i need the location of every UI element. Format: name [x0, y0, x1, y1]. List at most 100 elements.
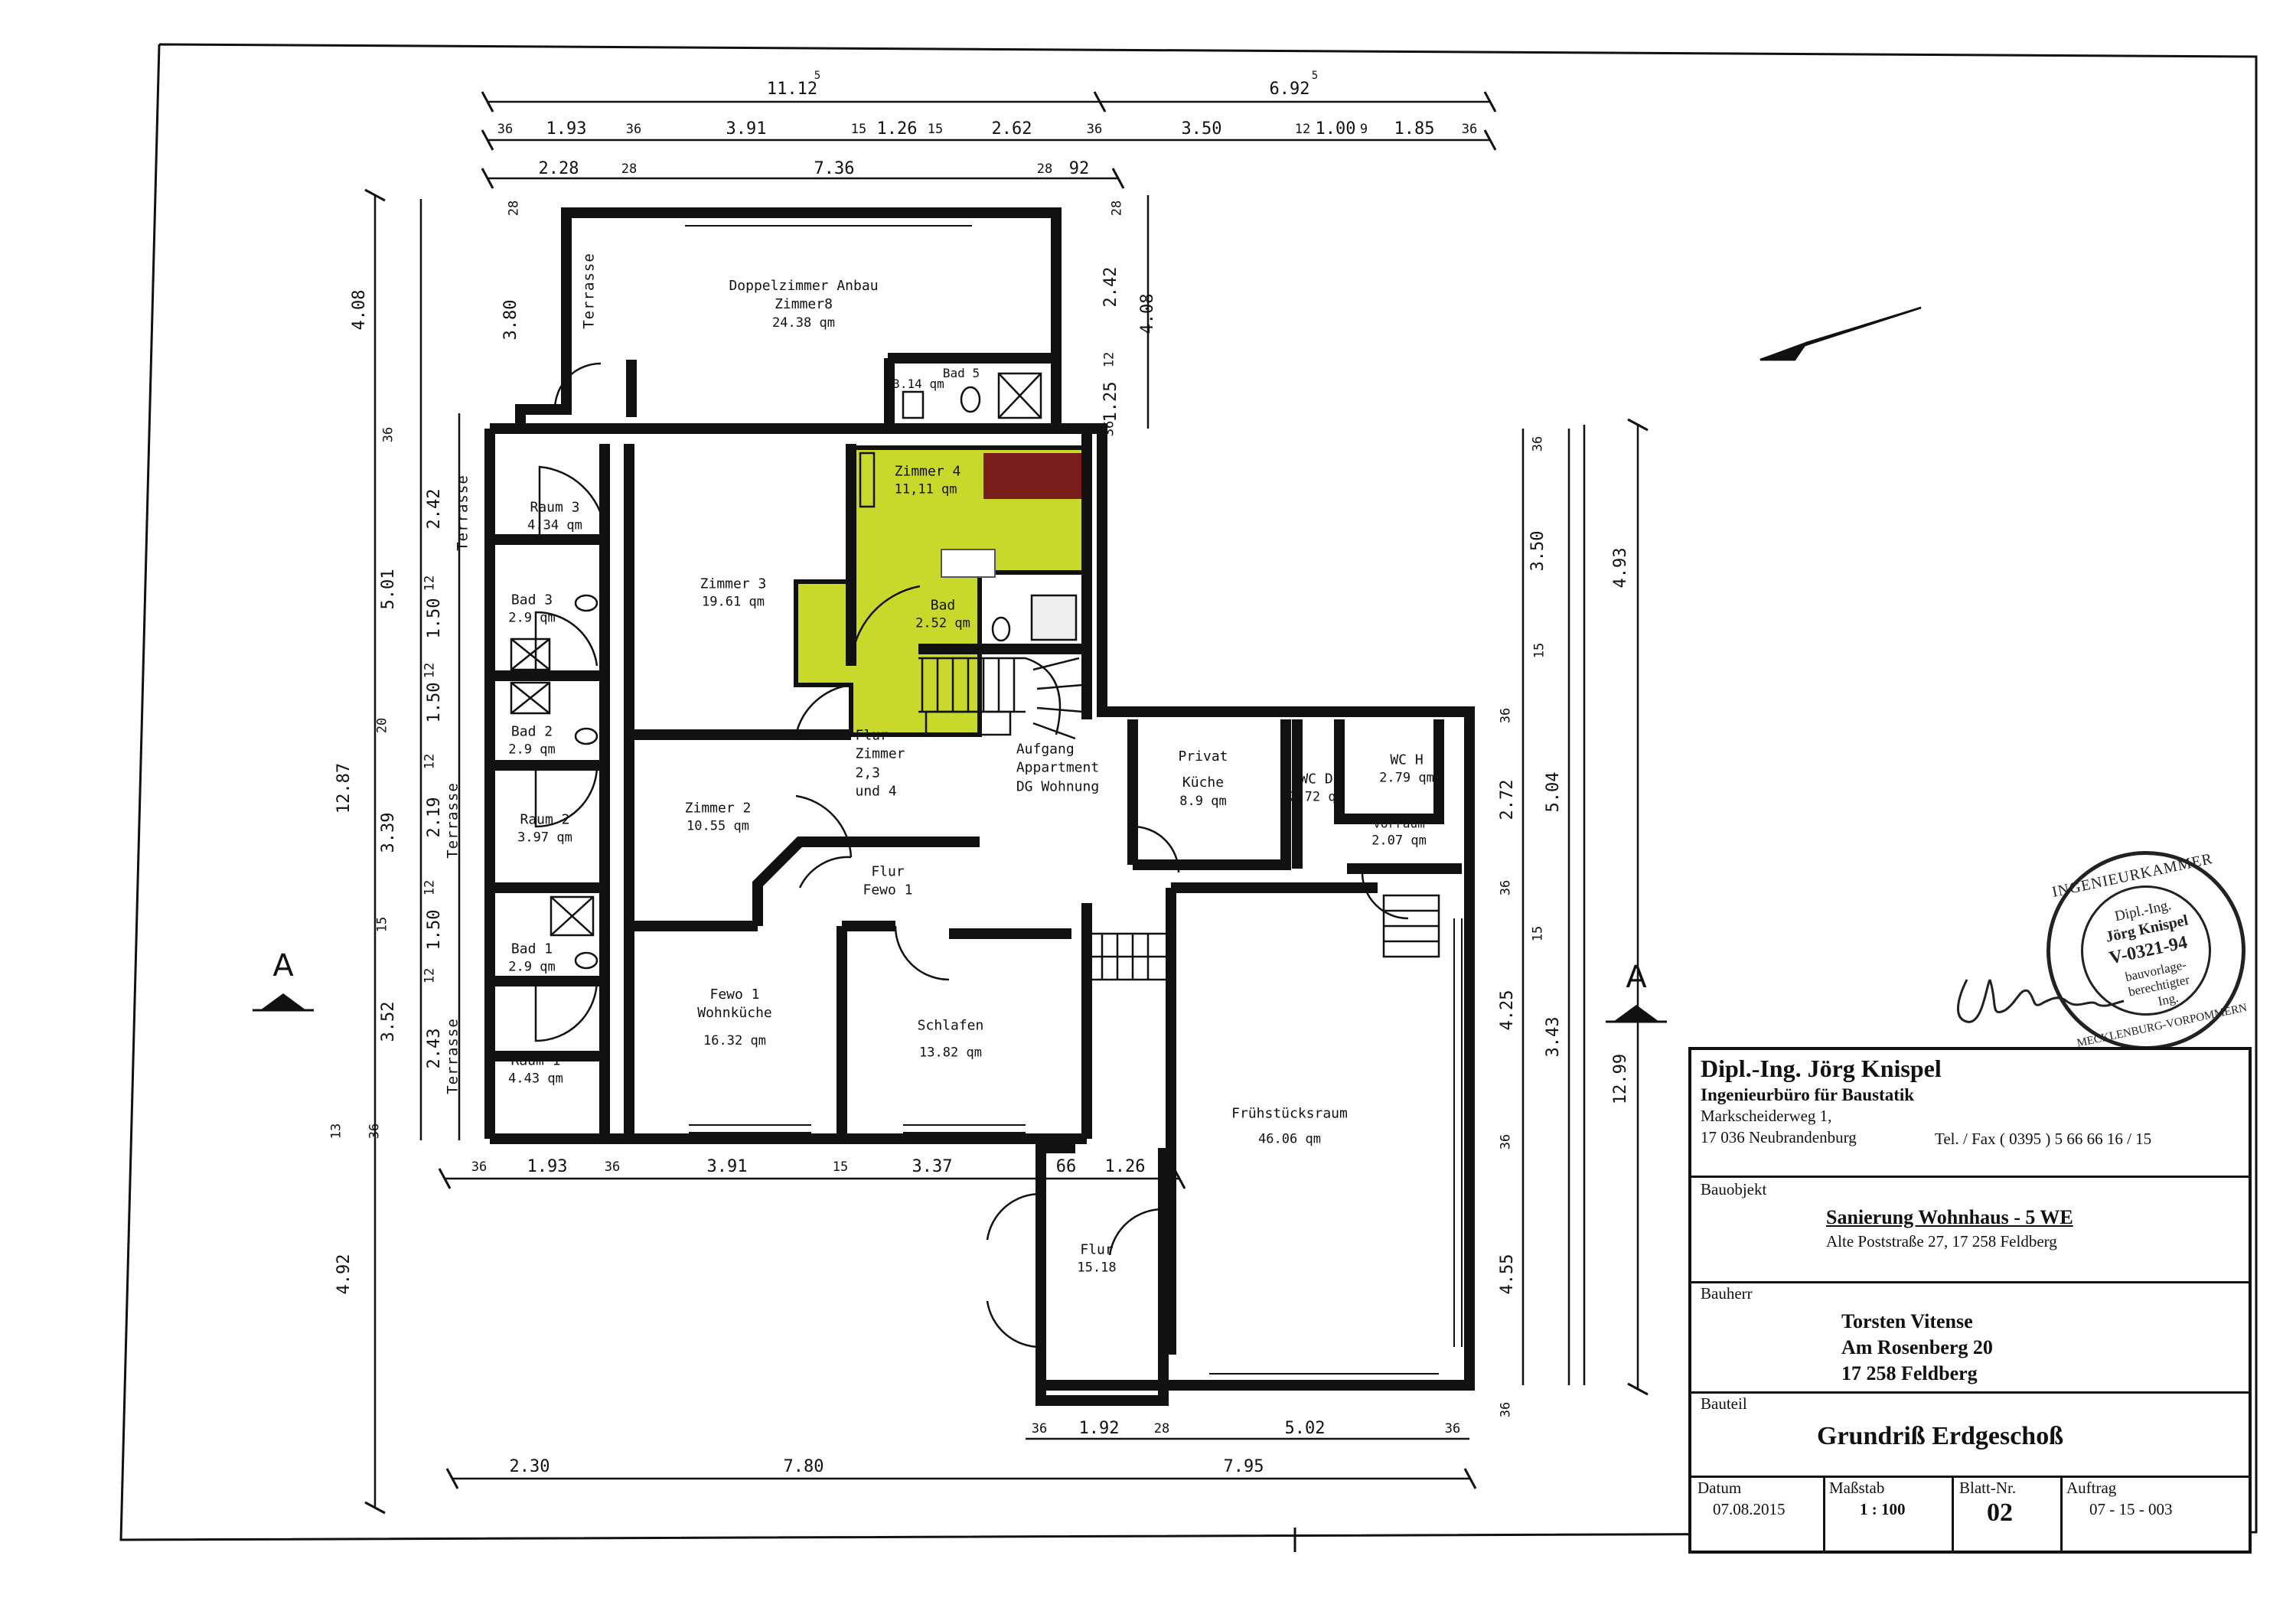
- dim-label: 2.19: [425, 797, 444, 838]
- dim-label: 3.43: [1544, 1016, 1563, 1058]
- engineer-city: 17 036 Neubrandenburg: [1701, 1128, 1857, 1146]
- room-bad1: Bad 1 2.9 qm: [508, 940, 555, 976]
- dim-label: 36: [1498, 879, 1514, 896]
- dim-label: 12: [1101, 351, 1117, 368]
- room-line: DG Wohnung: [1016, 778, 1100, 795]
- dim-label: 12: [422, 753, 438, 770]
- dim-label: 12.87: [334, 762, 354, 814]
- row-divider: [1691, 1281, 2249, 1283]
- windows: [685, 225, 1463, 1382]
- dim-label: 3.91: [706, 1157, 748, 1176]
- north-arrow-icon: [1760, 306, 1922, 361]
- room-name: Privat: [1178, 748, 1228, 765]
- room-name: Bad 5: [942, 366, 980, 381]
- dim-label: 1.26: [876, 119, 918, 139]
- dim-label: 36: [625, 122, 642, 137]
- dim-label: 15: [850, 122, 867, 137]
- stairs: [918, 657, 1440, 981]
- room-name: Zimmer 4: [894, 463, 961, 480]
- dim-label: 3.50: [1181, 119, 1222, 139]
- bauherr-label: Bauherr: [1701, 1284, 1753, 1303]
- signature: [1956, 979, 2125, 1023]
- dim-label: 12: [422, 879, 438, 896]
- dim-label: 1.25: [1101, 381, 1120, 422]
- dim-label: 7.80: [783, 1457, 824, 1476]
- room-name: WC D: [1300, 771, 1333, 788]
- dim-label: 13: [328, 1123, 344, 1140]
- room-zimmer4: Zimmer 4 11,11 qm: [895, 462, 961, 498]
- room-raum3: Raum 3 4.34 qm: [527, 498, 582, 534]
- dim-label: 36: [1444, 1421, 1461, 1436]
- auftrag-label: Auftrag: [2066, 1479, 2117, 1497]
- dim-label: 28: [1153, 1421, 1170, 1436]
- room-area: 4.34 qm: [527, 517, 582, 533]
- room-sub: Wohnküche: [697, 1005, 772, 1022]
- dim-label: 15: [927, 122, 944, 137]
- dim-label: 66: [1055, 1157, 1077, 1176]
- dim-label: 11.12: [766, 80, 818, 99]
- bauteil-label: Bauteil: [1701, 1394, 1747, 1413]
- dim-label: 15: [374, 916, 390, 933]
- dim-label: 36: [1498, 707, 1514, 724]
- bauherr-street: Am Rosenberg 20: [1841, 1336, 1993, 1358]
- room-name: Bad 1: [510, 941, 553, 957]
- dimension-ticks: [364, 91, 1649, 1515]
- dim-label: 36: [367, 1123, 383, 1140]
- door-arcs: [534, 362, 1409, 1348]
- room-area: 13.82 qm: [919, 1045, 982, 1061]
- bauobjekt-address: Alte Poststraße 27, 17 258 Feldberg: [1826, 1232, 2057, 1251]
- room-area: 10.55 qm: [687, 818, 749, 834]
- room-fewo1: Fewo 1 Wohnküche 16.32 qm: [697, 986, 772, 1050]
- room-area: 3.97 qm: [517, 830, 572, 846]
- engineer-street: Markscheiderweg 1,: [1701, 1107, 1832, 1125]
- room-line: Aufgang: [1016, 741, 1075, 758]
- room-line: Appartment: [1016, 759, 1100, 776]
- room-bad3: Bad 3 2.9 qm: [508, 591, 555, 627]
- table-icon: [941, 549, 996, 578]
- section-marker-left: [253, 993, 314, 1012]
- dim-label: 2.72: [1498, 779, 1517, 820]
- room-bad5: Bad 5: [943, 365, 980, 382]
- datum-label: Datum: [1698, 1479, 1742, 1497]
- dim-label: 3.50: [1528, 530, 1548, 572]
- room-area: 2.72 qm: [1289, 789, 1344, 805]
- room-flur-zimmer: Flur Zimmer 2,3 und 4: [855, 726, 905, 801]
- room-area: 19.61 qm: [702, 594, 765, 610]
- dim-label: 36: [1461, 122, 1478, 137]
- sheet-frame: [119, 43, 2258, 1541]
- dim-label: 5.02: [1284, 1419, 1326, 1438]
- room-schlafen: Schlafen 13.82 qm: [918, 1016, 984, 1061]
- room-area: 2.52 qm: [915, 615, 970, 631]
- room-name: Bad 2: [510, 723, 553, 740]
- room-area: 24.38 qm: [772, 315, 835, 331]
- room-line: und 4: [855, 783, 897, 800]
- bauteil-value: Grundriß Erdgeschoß: [1817, 1422, 2064, 1450]
- engineer-company: Ingenieurbüro für Baustatik: [1701, 1085, 1915, 1104]
- col-divider: [1952, 1476, 1954, 1551]
- dim-label: 36: [1086, 122, 1103, 137]
- room-area: 3.14 qm: [892, 377, 944, 392]
- dim-label: 1.50: [425, 909, 444, 951]
- room-name: Flur: [1080, 1241, 1114, 1258]
- row-divider: [1691, 1176, 2249, 1178]
- room-line: Flur: [871, 863, 905, 880]
- engineer-name: Dipl.-Ing. Jörg Knispel: [1701, 1055, 1942, 1082]
- room-area: 2.9 qm: [508, 610, 556, 626]
- room-area: 2.9 qm: [508, 959, 556, 975]
- room-line: Flur: [855, 727, 889, 744]
- dim-label: 5.04: [1544, 771, 1563, 813]
- room-wcd: WC D 2.72 qm: [1289, 770, 1344, 806]
- dim-label: 36: [1530, 435, 1546, 452]
- terrasse-label: Terrasse: [580, 253, 598, 329]
- dim-label: 36: [1498, 1401, 1514, 1418]
- dim-label: 2.28: [538, 159, 579, 178]
- title-block: Dipl.-Ing. Jörg Knispel Ingenieurbüro fü…: [1688, 1047, 2252, 1554]
- bauobjekt-label: Bauobjekt: [1701, 1180, 1767, 1198]
- section-label-right: A: [1626, 960, 1647, 995]
- room-name: Vorraum: [1373, 816, 1425, 831]
- dim-label: 36: [1101, 420, 1117, 437]
- terrasse-label: Terrasse: [454, 474, 471, 551]
- room-name: Zimmer 2: [684, 800, 752, 817]
- dim-label: 7.36: [814, 159, 855, 178]
